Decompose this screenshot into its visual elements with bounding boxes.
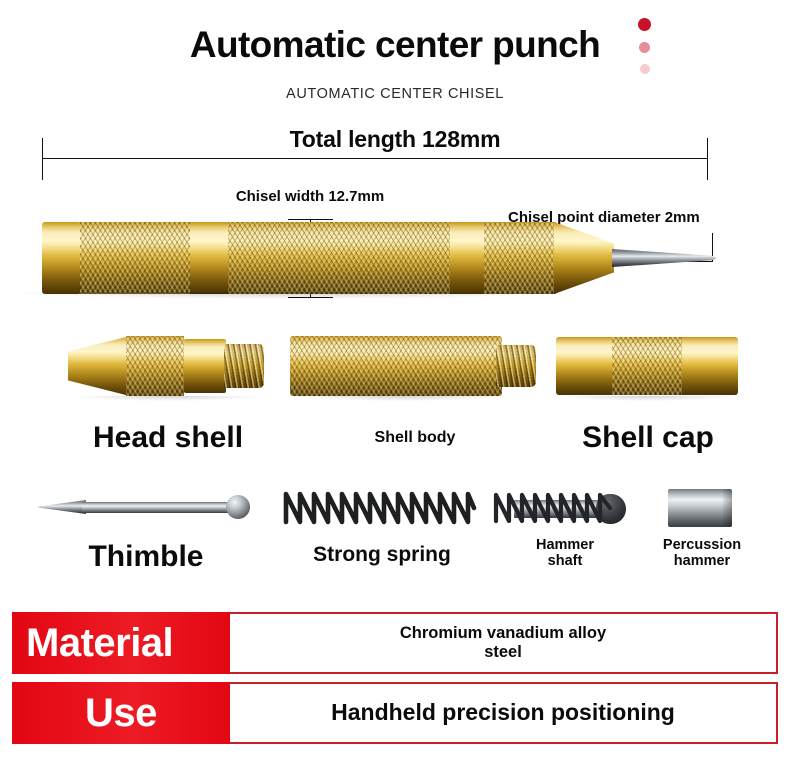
chisel-width-tick-bottom [288,297,333,298]
spec-value-material: Chromium vanadium alloy steel [230,612,778,674]
shell-cap-image [556,337,738,395]
shell-body-thread [496,345,536,387]
punch-nose-cone [554,222,614,294]
punch-knurl-section-1 [80,222,190,294]
label-head-shell: Head shell [92,421,244,454]
thimble-shaft [82,502,232,513]
punch-end-cap [42,222,80,294]
label-hammer-shaft-line1: Hammer [535,537,595,553]
label-thimble: Thimble [88,540,204,573]
label-shell-cap: Shell cap [582,421,714,454]
accent-dot-icon [638,18,651,31]
coil-spring-icon [283,491,477,525]
shell-body-shadow [294,396,508,401]
label-strong-spring: Strong spring [313,543,451,566]
label-percussion-hammer-line1: Percussion [662,537,742,553]
punch-smooth-band-1 [190,222,228,294]
spec-key-use: Use [12,682,230,744]
percussion-hammer-image [668,489,732,527]
accent-dot-icon [639,64,650,74]
dimension-end-cap-left [42,138,43,180]
head-shell-band [184,339,226,393]
thimble-point [38,500,86,514]
chisel-point-leader-vertical [712,233,713,261]
thimble-image [38,494,250,520]
head-shell-taper [68,336,130,396]
spec-value-material-line1: Chromium vanadium alloy [399,623,607,642]
spec-row-use: Use Handheld precision positioning [12,682,778,744]
punch-smooth-band-2 [450,222,484,294]
shell-cap-right-band [682,337,738,395]
exploded-parts-row-internals [0,480,790,540]
spec-value-use: Handheld precision positioning [230,682,778,744]
head-shell-thread [224,344,264,388]
head-shell-shadow [74,396,262,401]
label-percussion-hammer: Percussion hammer [640,537,764,569]
exploded-parts-row-shells [0,334,790,401]
punch-drop-shadow [10,292,570,299]
page-subtitle: AUTOMATIC CENTER CHISEL [286,86,504,102]
shell-body-image [290,336,536,396]
hammer-shaft-spring-icon [493,492,613,524]
label-percussion-hammer-line2: hammer [673,552,731,569]
total-length-dimension-line [42,158,708,159]
shell-body-knurl [290,336,502,396]
page-title: Automatic center punch [189,24,601,65]
accent-dot-icon [639,42,650,53]
punch-knurl-section-2 [228,222,450,294]
dimension-end-cap-right [707,138,708,180]
assembled-punch-image [42,222,717,294]
decorative-dot-stack [636,18,656,84]
thimble-head [226,495,250,519]
spec-row-material: Material Chromium vanadium alloy steel [12,612,778,674]
strong-spring-image [282,486,478,530]
hammer-shaft-image [492,486,632,530]
shell-cap-shadow [560,396,736,401]
label-hammer-shaft: Hammer shaft [500,537,630,569]
shell-cap-knurl [612,337,684,395]
head-shell-image [68,336,264,396]
punch-knurl-section-3 [484,222,556,294]
spec-key-material: Material [12,612,230,674]
chisel-point-label: Chisel point diameter 2mm [508,209,700,226]
total-length-label: Total length 128mm [289,126,501,152]
chisel-width-label: Chisel width 12.7mm [235,188,385,205]
punch-steel-tip [612,249,717,267]
label-hammer-shaft-line2: shaft [547,552,583,569]
spec-value-material-line2: steel [484,643,522,661]
label-shell-body: Shell body [374,429,456,446]
shell-cap-left-band [556,337,614,395]
head-shell-knurl [126,336,184,396]
